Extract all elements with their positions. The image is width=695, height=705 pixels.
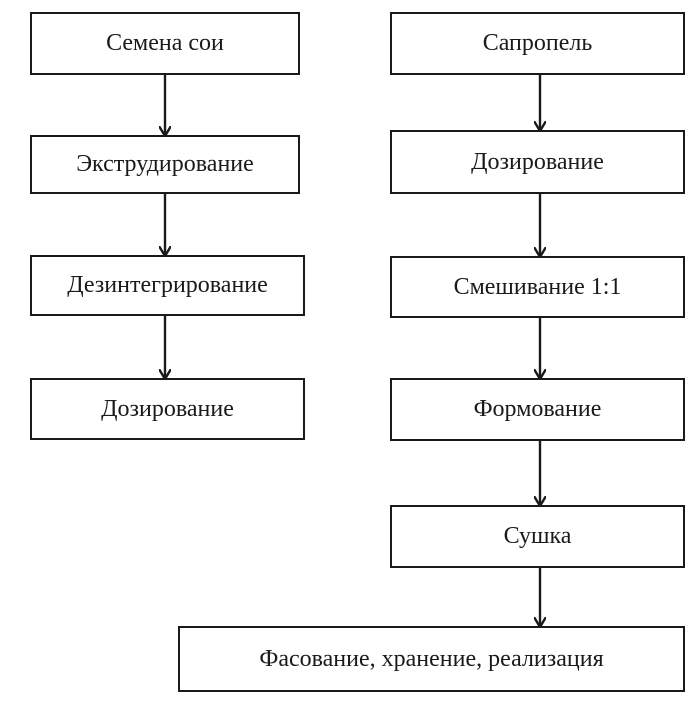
step-box-mixing: Смешивание 1:1	[390, 256, 685, 318]
step-box-dosing-left: Дозирование	[30, 378, 305, 440]
step-box-soy-seeds: Семена сои	[30, 12, 300, 75]
step-box-disintegration: Дезинтегрирование	[30, 255, 305, 316]
step-label: Экструдирование	[76, 151, 254, 177]
step-box-extrusion: Экструдирование	[30, 135, 300, 194]
step-label: Сапропель	[482, 30, 593, 56]
step-box-sapropel: Сапропель	[390, 12, 685, 75]
step-label: Семена сои	[106, 30, 224, 56]
step-label: Дозирование	[471, 148, 604, 175]
step-label: Фасование, хранение, реализация	[259, 645, 604, 672]
step-label: Дозирование	[101, 395, 234, 422]
step-box-drying: Сушка	[390, 505, 685, 568]
step-label: Формование	[473, 396, 602, 422]
step-label: Дезинтегрирование	[67, 272, 268, 298]
step-label: Сушка	[503, 523, 572, 549]
step-box-dosing-right: Дозирование	[390, 130, 685, 194]
step-box-molding: Формование	[390, 378, 685, 441]
step-box-packaging: Фасование, хранение, реализация	[178, 626, 685, 692]
step-label: Смешивание 1:1	[453, 273, 622, 300]
